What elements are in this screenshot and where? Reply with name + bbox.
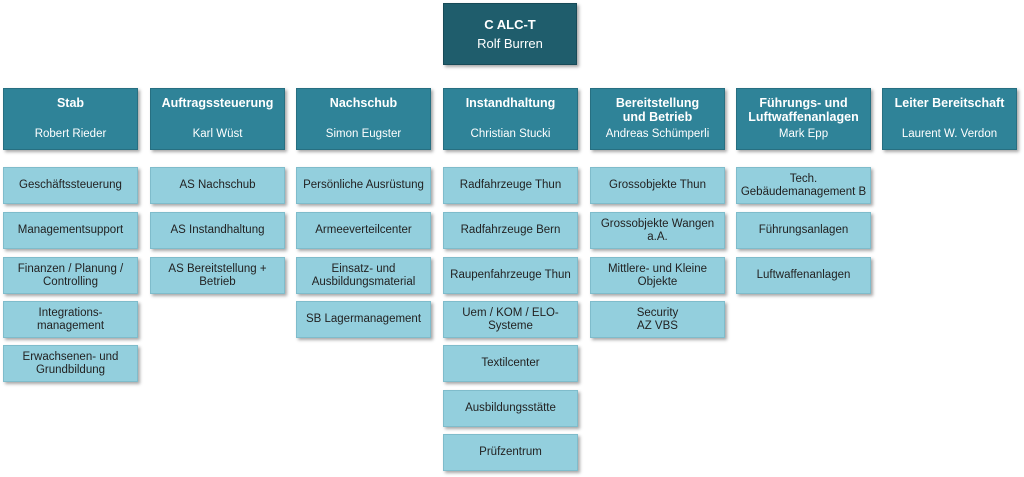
sub-unit-box: Persönliche Ausrüstung [296,167,431,204]
sub-unit-box: Uem / KOM / ELO- Systeme [443,301,578,338]
sub-unit-box: Tech. Gebäudemanagement B [736,167,871,204]
unit-title: C ALC-T [484,17,536,32]
sub-unit-box: Radfahrzeuge Thun [443,167,578,204]
sub-unit-box: SB Lagermanagement [296,301,431,338]
sub-unit-box: Geschäftssteuerung [3,167,138,204]
department-title: Auftragssteuerung [161,96,274,110]
department-leader-name: Karl Wüst [192,128,243,140]
sub-unit-box: Erwachsenen- und Grundbildung [3,345,138,382]
sub-unit-box: Radfahrzeuge Bern [443,212,578,249]
department-title: Bereitstellung und Betrieb [615,96,700,124]
department-title: Stab [56,96,85,110]
sub-unit-box: Einsatz- und Ausbildungsmaterial [296,257,431,294]
department-leader-name: Andreas Schümperli [605,128,710,140]
sub-unit-box: Luftwaffenanlagen [736,257,871,294]
sub-unit-box: Grossobjekte Thun [590,167,725,204]
org-unit-head-c-alc-t: C ALC-T Rolf Burren [443,3,577,65]
sub-unit-box: AS Nachschub [150,167,285,204]
department-title: Instandhaltung [465,96,556,110]
sub-unit-box: Prüfzentrum [443,434,578,471]
sub-unit-box: AS Bereitstellung + Betrieb [150,257,285,294]
department-leader-name: Mark Epp [778,128,829,140]
sub-unit-box: AS Instandhaltung [150,212,285,249]
department-leader-name: Simon Eugster [325,128,402,140]
sub-unit-box: Raupenfahrzeuge Thun [443,257,578,294]
department-leader-name: Laurent W. Verdon [901,128,998,140]
sub-unit-box: Führungsanlagen [736,212,871,249]
sub-unit-box: Security AZ VBS [590,301,725,338]
department-title: Führungs- und Luftwaffenanlagen [748,96,859,124]
department-leader-name: Christian Stucki [470,128,551,140]
sub-unit-box: Managementsupport [3,212,138,249]
department-leader-name: Robert Rieder [34,128,107,140]
sub-unit-box: Armeeverteilcenter [296,212,431,249]
sub-unit-box: Finanzen / Planung / Controlling [3,257,138,294]
department-title: Nachschub [329,96,398,110]
sub-unit-box: Integrations- management [3,301,138,338]
sub-unit-box: Textilcenter [443,345,578,382]
unit-leader-name: Rolf Burren [477,36,543,51]
sub-unit-box: Ausbildungsstätte [443,390,578,427]
sub-unit-box: Grossobjekte Wangen a.A. [590,212,725,249]
sub-unit-box: Mittlere- und Kleine Objekte [590,257,725,294]
department-title: Leiter Bereitschaft [894,96,1005,110]
